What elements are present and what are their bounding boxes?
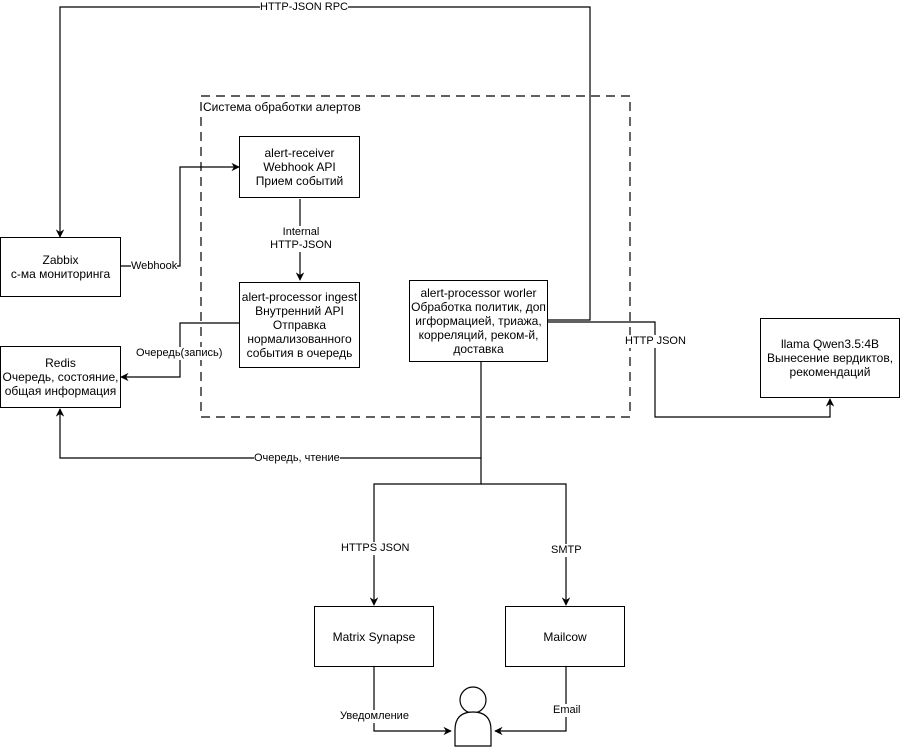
edge-label-http-json: HTTP JSON [625, 335, 686, 348]
node-matrix: Matrix Synapse [314, 606, 434, 667]
node-worker: alert-processor worler Обработка политик… [409, 280, 548, 362]
node-matrix-label: Matrix Synapse [332, 629, 416, 644]
user-icon [454, 686, 492, 747]
node-zabbix-label: Zabbix с-ма мониторинга [10, 253, 111, 281]
node-llama: llama Qwen3.5:4B Вынесение вердиктов, ре… [760, 318, 900, 398]
edge-webhook [121, 162, 240, 267]
edge-label-internal: Internal HTTP-JSON [270, 226, 332, 252]
node-redis: Redis Очередь, состояние, общая информац… [0, 346, 121, 408]
node-llama-label: llama Qwen3.5:4B Вынесение вердиктов, ре… [766, 337, 894, 379]
edge-notify [373, 667, 452, 736]
node-alert-receiver-label: alert-receiver Webhook API Прием событий [255, 146, 344, 188]
edge-label-smtp: SMTP [551, 544, 582, 557]
node-ingest-label: alert-processor ingest Внутренний API От… [241, 290, 358, 360]
node-alert-receiver: alert-receiver Webhook API Прием событий [239, 136, 360, 198]
edge-label-rpc: HTTP-JSON RPC [260, 1, 348, 14]
node-mailcow: Mailcow [505, 606, 625, 667]
edge-label-queue-read: Очередь, чтение [254, 452, 340, 465]
edge-http-json [548, 321, 835, 418]
edge-rpc [55, 6, 591, 321]
group-label: Система обработки алертов [203, 100, 361, 114]
edge-smtp [481, 483, 571, 606]
edge-label-notify: Уведомление [340, 710, 409, 723]
edge-label-email: Email [553, 704, 581, 717]
group-boundary [200, 95, 631, 418]
node-mailcow-label: Mailcow [543, 629, 587, 644]
edge-email [494, 667, 567, 736]
node-worker-label: alert-processor worler Обработка политик… [411, 286, 546, 356]
edge-label-queue-write: Очередь(запись) [136, 347, 223, 360]
edge-https-json [369, 458, 482, 606]
node-ingest: alert-processor ingest Внутренний API От… [239, 282, 360, 368]
node-zabbix: Zabbix с-ма мониторинга [0, 237, 121, 297]
edge-label-webhook: Webhook [131, 260, 178, 273]
edge-label-https-json: HTTPS JSON [341, 542, 410, 555]
node-redis-label: Redis Очередь, состояние, общая информац… [2, 356, 119, 398]
